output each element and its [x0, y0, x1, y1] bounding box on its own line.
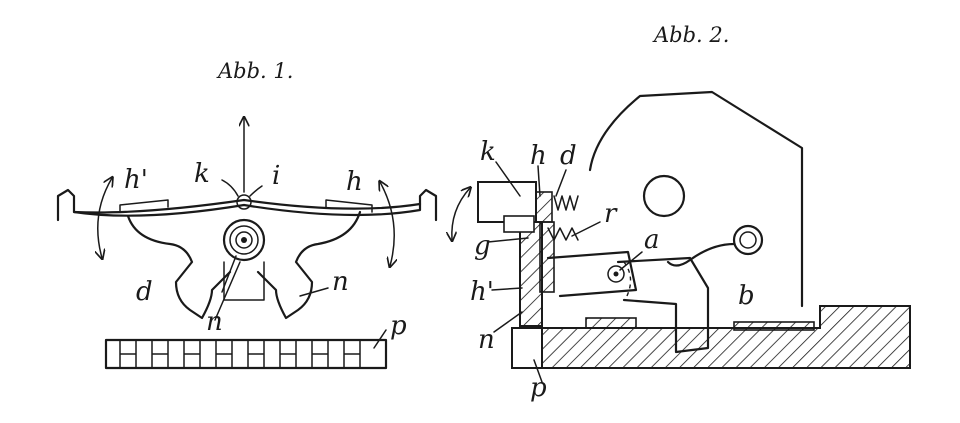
fig2-label-k: k — [480, 137, 496, 167]
pivot-ring — [236, 194, 252, 210]
base-plate — [539, 305, 911, 369]
fig1-label-i: i — [272, 161, 280, 191]
leader-p2 — [533, 359, 543, 383]
spring-tail — [666, 242, 736, 267]
leader-k2 — [495, 161, 521, 197]
fig2-label-d: d — [560, 141, 577, 171]
fig2-label-p: p — [530, 373, 547, 403]
fig2-caption: Abb. 2. — [652, 23, 729, 47]
fig1-caption: Abb. 1. — [216, 59, 293, 83]
figure-2: Abb. 2. — [452, 23, 911, 403]
fig2-label-h1: h' — [470, 277, 494, 307]
leader-r2 — [571, 221, 601, 237]
fig2-label-r: r — [604, 199, 618, 229]
dashed-arc — [623, 261, 632, 299]
leader-p — [373, 329, 387, 349]
lever-b — [616, 256, 710, 354]
fig1-label-h: h — [346, 167, 363, 197]
cam-g — [535, 191, 553, 223]
leader-g2 — [487, 237, 529, 243]
claw-left — [126, 214, 232, 320]
block-d — [223, 261, 265, 301]
hub-center — [241, 237, 247, 243]
fig2-label-b: b — [738, 281, 755, 311]
tab-left — [119, 199, 169, 213]
leader-h1-2 — [491, 287, 523, 291]
fig1-label-n-bottom: n — [206, 307, 223, 337]
fig1-label-d: d — [136, 277, 153, 307]
swing-arrow-left — [98, 178, 112, 258]
fig1-label-n-right: n — [332, 267, 349, 297]
rack-teeth — [119, 339, 361, 369]
slide-left — [585, 317, 637, 329]
fig2-label-h: h — [530, 141, 547, 171]
lever-arms-inner — [72, 198, 422, 214]
spring-k — [221, 179, 239, 197]
leader-n2 — [493, 311, 523, 333]
housing-hole — [642, 174, 686, 218]
leader-a2 — [619, 251, 643, 271]
fig2-label-n: n — [478, 325, 495, 355]
housing — [588, 90, 804, 308]
block-base — [503, 215, 535, 233]
hub-mid — [229, 225, 259, 255]
hub-inner — [235, 231, 253, 249]
column-inner — [539, 221, 555, 293]
fig1-label-k: k — [194, 159, 210, 189]
spring-r — [547, 227, 579, 241]
base-left-block — [511, 327, 543, 369]
slide-right — [733, 321, 815, 331]
fig2-swing-arrow — [452, 188, 470, 240]
pivot-a-center — [613, 271, 619, 277]
rack-p — [104, 338, 388, 370]
lever-arms — [56, 188, 438, 222]
leader-n — [214, 261, 241, 321]
fig2-label-a: a — [644, 225, 660, 255]
fig2-label-g: g — [474, 231, 491, 261]
leader-h2 — [537, 165, 541, 197]
tab-right — [325, 199, 373, 213]
claw-right — [256, 210, 362, 320]
swing-arrow-right — [380, 182, 394, 266]
fig1-label-h1: h' — [124, 165, 148, 195]
fig1-label-p: p — [390, 311, 407, 341]
pivot-a — [607, 265, 625, 283]
spring-coil-inner — [739, 231, 757, 249]
figure-1: Abb. 1. — [56, 59, 438, 370]
spring-coil-outer — [732, 224, 764, 256]
leader-d — [221, 255, 237, 293]
spring-i — [249, 185, 263, 197]
column-h1 — [519, 221, 543, 327]
arm-r — [546, 250, 638, 298]
leader-d2 — [555, 169, 567, 197]
leader-n-right — [299, 287, 329, 297]
hub-outer — [222, 218, 266, 262]
spring-d — [553, 195, 579, 211]
